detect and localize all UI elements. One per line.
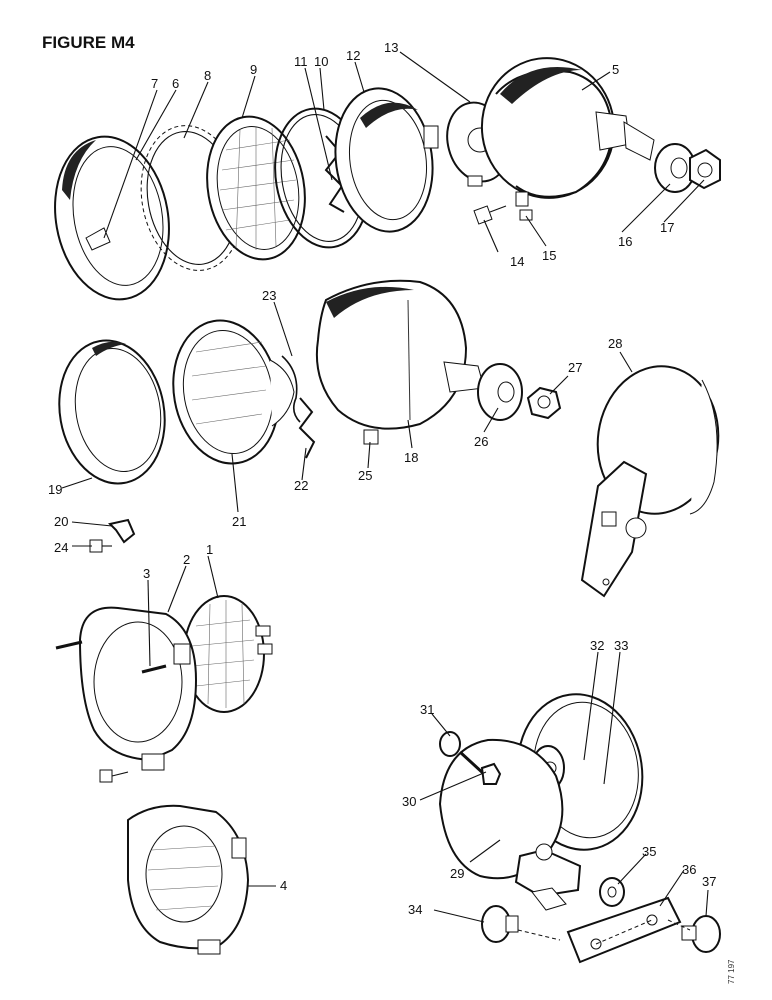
middle-lamp-assembly [58, 279, 720, 598]
callout-16: 16 [618, 234, 632, 249]
part-nut-27 [526, 386, 562, 420]
callout-21: 21 [232, 514, 246, 529]
callout-13: 13 [384, 40, 398, 55]
callout-23: 23 [262, 288, 276, 303]
callout-32: 32 [590, 638, 604, 653]
part-bolt-34 [481, 905, 519, 943]
part-bracket-15 [519, 209, 533, 221]
callout-27: 27 [568, 360, 582, 375]
callout-29: 29 [450, 866, 464, 881]
part-housing-top [480, 57, 655, 207]
callout-33: 33 [614, 638, 628, 653]
part-spring-22 [298, 397, 316, 459]
callout-10: 10 [314, 54, 328, 69]
part-bolt-14 [473, 205, 507, 225]
callout-26: 26 [474, 434, 488, 449]
callout-24: 24 [54, 540, 68, 555]
part-bolt-37 [681, 915, 721, 953]
part-washer-nut-top [654, 143, 721, 193]
part-sealed-beam [206, 115, 306, 261]
callout-18: 18 [404, 450, 418, 465]
part-washer-26 [477, 363, 523, 421]
callout-19: 19 [48, 482, 62, 497]
callout-37: 37 [702, 874, 716, 889]
callout-12: 12 [346, 48, 360, 63]
part-lamp-assembly-4 [127, 804, 250, 955]
callout-30: 30 [402, 794, 416, 809]
leader-lines [61, 51, 709, 923]
top-lamp-assembly [54, 57, 721, 301]
part-lamp-28 [580, 365, 720, 598]
part-housing-18 [315, 279, 485, 445]
callout-9: 9 [250, 62, 257, 77]
callout-36: 36 [682, 862, 696, 877]
callout-34: 34 [408, 902, 422, 917]
callout-25: 25 [358, 468, 372, 483]
part-screw-24 [89, 539, 112, 553]
lower-left-assembly [55, 595, 273, 955]
callout-7: 7 [151, 76, 158, 91]
part-clip-20 [108, 518, 136, 544]
part-bolt-3 [55, 640, 167, 674]
figure-code: 77 197 [727, 959, 736, 984]
part-plate-36 [566, 896, 682, 964]
callout-15: 15 [542, 248, 556, 263]
assembly-path-line [517, 919, 691, 945]
callout-6: 6 [172, 76, 179, 91]
callout-31: 31 [420, 702, 434, 717]
figure-title: FIGURE M4 [42, 33, 135, 52]
callout-8: 8 [204, 68, 211, 83]
callout-4: 4 [280, 878, 287, 893]
part-housing-ring-2 [78, 606, 198, 771]
lower-right-assembly [438, 693, 721, 964]
part-bolt-30-31 [439, 731, 502, 785]
callout-17: 17 [660, 220, 674, 235]
callout-3: 3 [143, 566, 150, 581]
part-housing-29 [438, 738, 582, 911]
callout-labels: 1 2 3 4 5 6 7 8 9 10 11 12 13 14 15 16 1… [48, 40, 716, 917]
part-rim-19 [58, 339, 166, 485]
callout-35: 35 [642, 844, 656, 859]
callout-20: 20 [54, 514, 68, 529]
part-rim-outer [54, 135, 170, 301]
callout-1: 1 [206, 542, 213, 557]
callout-5: 5 [612, 62, 619, 77]
part-screw-lower [99, 769, 129, 783]
part-lamp-unit-21 [172, 319, 295, 465]
part-clip-23 [281, 355, 301, 423]
callout-14: 14 [510, 254, 524, 269]
callout-28: 28 [608, 336, 622, 351]
part-washer-35 [599, 877, 625, 907]
callout-2: 2 [183, 552, 190, 567]
callout-22: 22 [294, 478, 308, 493]
part-lamp-1 [183, 595, 273, 713]
callout-11: 11 [294, 54, 308, 69]
part-reflector [334, 87, 439, 233]
